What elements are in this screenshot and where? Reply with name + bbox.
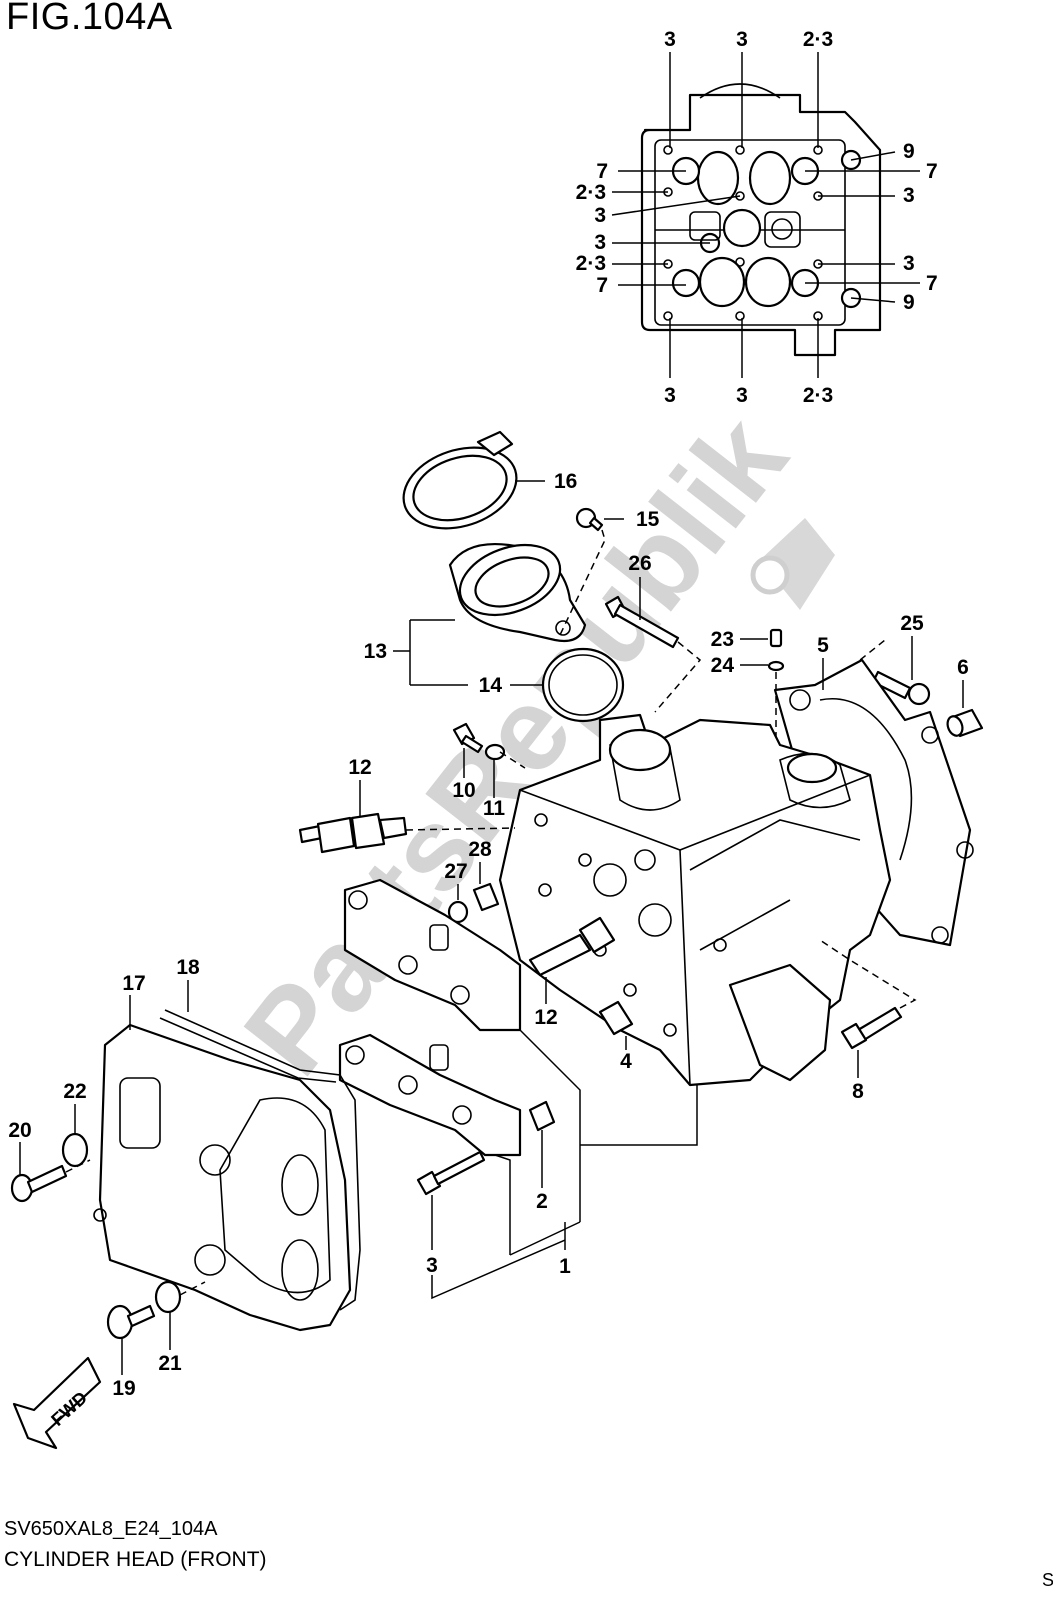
figure-title: FIG.104A	[6, 0, 173, 38]
callout-right-6: 9	[903, 291, 915, 314]
figure-name: CYLINDER HEAD (FRONT)	[4, 1548, 267, 1571]
top-view-callout-labels: 3 3 2·3 9 7 3 3 7 9 7 2·3 3 3 2·3 7 3 3 …	[576, 28, 938, 407]
callout-2: 2	[536, 1190, 548, 1213]
bolt-part-26	[604, 595, 680, 649]
figure-code: SV650XAL8_E24_104A	[4, 1518, 218, 1540]
callout-5: 5	[817, 634, 829, 657]
clamp-part-16	[402, 430, 518, 530]
callout-top-3: 2·3	[803, 28, 833, 51]
callout-4: 4	[620, 1050, 632, 1073]
callout-18: 18	[176, 956, 200, 979]
callout-right-4: 3	[903, 252, 915, 275]
callout-left-1: 7	[596, 160, 608, 183]
page-edge-mark: S	[1042, 1570, 1053, 1590]
callout-left-3: 3	[594, 204, 606, 227]
dowel-part-2	[528, 1100, 556, 1132]
bolt-part-3	[416, 1150, 486, 1196]
callout-12-top: 12	[348, 756, 371, 779]
top-view-cylinder-head	[611, 52, 920, 378]
callout-top-2: 3	[736, 28, 748, 51]
callout-13: 13	[364, 640, 387, 663]
bolt-part-20	[10, 1164, 68, 1203]
callout-6: 6	[957, 656, 969, 679]
valve-assembly-part-12	[528, 916, 616, 977]
callout-17: 17	[122, 972, 145, 995]
callout-right-3: 3	[903, 184, 915, 207]
dowel-part-28	[472, 882, 500, 912]
callout-15: 15	[636, 508, 660, 531]
callout-right-5: 7	[926, 272, 938, 295]
callout-22: 22	[63, 1080, 86, 1103]
cam-holder-lower	[338, 1033, 522, 1157]
callout-left-5: 2·3	[576, 252, 606, 275]
washer-part-24	[767, 660, 785, 672]
callout-bottom-2: 3	[736, 384, 748, 407]
screw-part-15	[575, 507, 604, 532]
callout-26: 26	[628, 552, 651, 575]
cover-gasket-part-18	[159, 1009, 361, 1311]
callout-20: 20	[8, 1119, 31, 1142]
bolt-part-25	[871, 670, 931, 706]
callout-24: 24	[711, 654, 735, 677]
fitting-part-23	[769, 628, 783, 648]
intake-pipe-part-13	[448, 542, 587, 643]
callout-12-bottom: 12	[534, 1006, 557, 1029]
callout-16: 16	[554, 470, 577, 493]
callout-27: 27	[444, 860, 467, 883]
callout-labels: 16 15 26 25 23 24 5 6 13 14 12 10 11 28 …	[8, 470, 969, 1400]
bolt-part-19	[106, 1304, 156, 1340]
callout-19: 19	[112, 1377, 135, 1400]
spark-plug-part-12	[298, 812, 408, 854]
head-cover-part-17	[93, 1023, 352, 1332]
callout-1: 1	[559, 1255, 571, 1278]
callout-left-6: 7	[596, 274, 608, 297]
callout-3: 3	[426, 1254, 438, 1277]
washer-part-11	[484, 743, 506, 761]
callout-top-1: 3	[664, 28, 676, 51]
valve-guide-part-4	[598, 1000, 634, 1036]
callout-28: 28	[468, 838, 492, 861]
callout-10: 10	[452, 779, 475, 802]
cylinder-head-part-1	[498, 713, 892, 1087]
callout-bottom-1: 3	[664, 384, 676, 407]
callout-8: 8	[852, 1080, 864, 1103]
dowel-part-6	[946, 708, 984, 738]
bolt-part-10	[452, 722, 484, 754]
grommet-part-21	[154, 1280, 182, 1314]
callout-23: 23	[711, 628, 734, 651]
o-ring-part-14	[541, 647, 625, 723]
callout-left-2: 2·3	[576, 181, 606, 204]
callout-bottom-3: 2·3	[803, 384, 833, 407]
fwd-arrow-icon: FWD	[12, 1356, 102, 1450]
callout-right-2: 7	[926, 160, 938, 183]
callout-right-1: 9	[903, 140, 915, 163]
callout-11: 11	[483, 797, 506, 820]
callout-14: 14	[479, 674, 503, 697]
watermark-gear-icon	[750, 518, 835, 610]
callout-25: 25	[900, 612, 924, 635]
grommet-part-22	[61, 1132, 89, 1168]
callout-left-4: 3	[594, 231, 606, 254]
callout-21: 21	[158, 1352, 182, 1375]
bolt-part-8	[840, 1006, 903, 1050]
